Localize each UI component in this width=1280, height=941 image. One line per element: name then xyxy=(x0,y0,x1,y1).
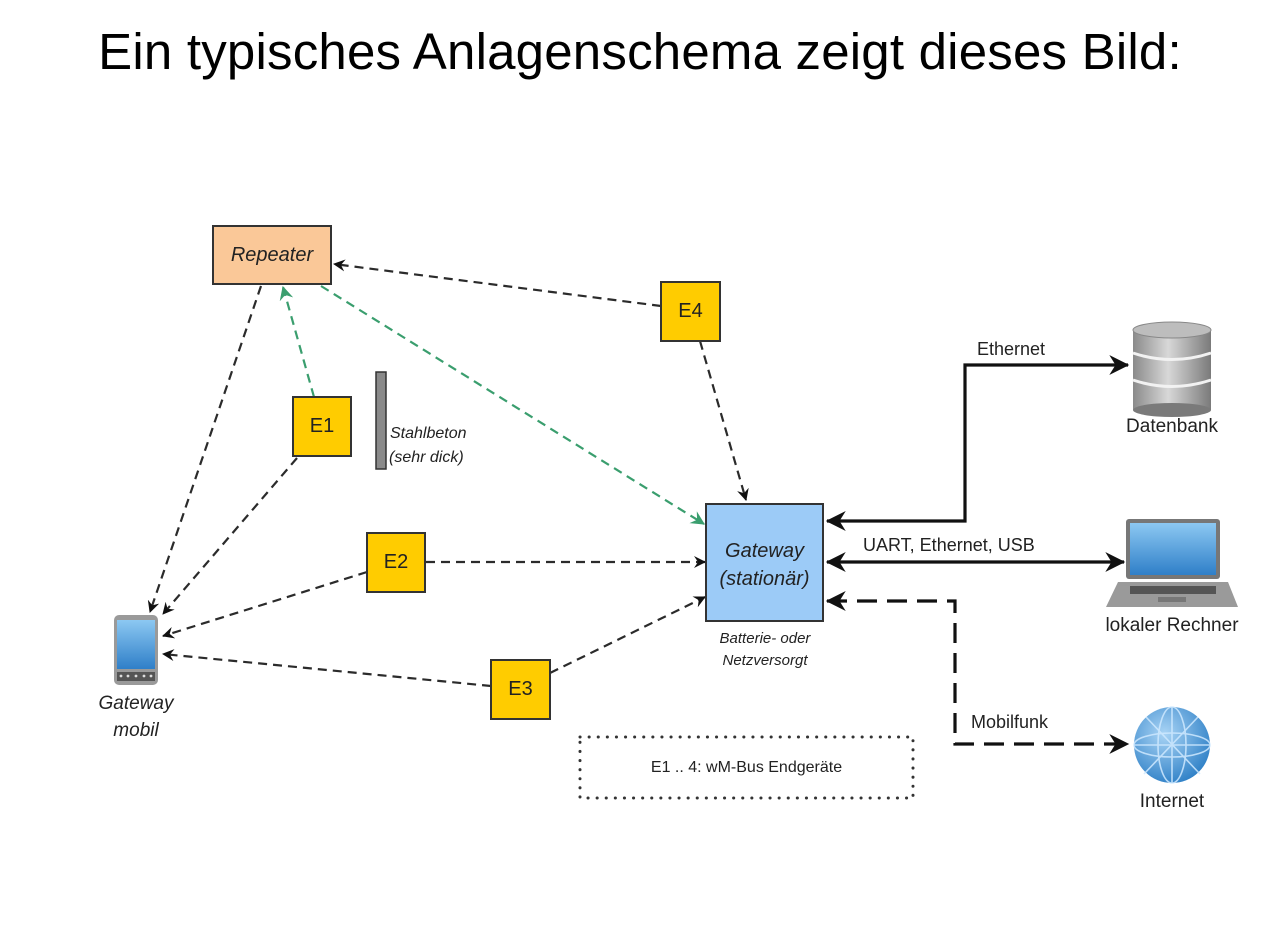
gateway-power-note-line2: Netzversorgt xyxy=(722,651,808,669)
database-icon xyxy=(1132,321,1212,417)
link-e1-mobile xyxy=(162,457,298,615)
legend-box xyxy=(578,735,915,800)
e1-label: E1 xyxy=(309,415,335,437)
legend-text: E1 .. 4: wM-Bus Endgeräte xyxy=(650,758,843,776)
local-computer-label: lokaler Rechner xyxy=(1105,615,1239,636)
e3-box xyxy=(490,659,551,720)
edge-label-mobilfunk: Mobilfunk xyxy=(971,712,1049,732)
smartphone-icon xyxy=(114,615,158,685)
internet-label: Internet xyxy=(1139,791,1205,812)
link-repeater-mobile xyxy=(147,285,263,613)
link-repeater-gateway xyxy=(320,285,705,525)
link-mobilfunk-internet xyxy=(825,591,1130,754)
link-e3-mobile xyxy=(162,649,492,688)
e1-box xyxy=(292,396,352,457)
e3-label: E3 xyxy=(508,678,533,700)
laptop-icon xyxy=(1106,519,1238,607)
link-ethernet-database xyxy=(825,355,1130,531)
link-e2-mobile xyxy=(162,570,368,639)
link-e1-repeater xyxy=(279,285,316,398)
globe-icon xyxy=(1133,706,1211,784)
gateway-stationary-line2: (stationär) xyxy=(719,567,810,590)
e2-label: E2 xyxy=(383,551,409,573)
database-label: Datenbank xyxy=(1126,416,1218,437)
edge-label-ethernet: Ethernet xyxy=(977,339,1046,359)
gateway-stationary-box xyxy=(705,503,824,622)
gateway-mobile-line1: Gateway xyxy=(98,693,174,714)
e2-box xyxy=(366,532,426,593)
dashed-links xyxy=(147,259,749,688)
gateway-mobile-line2: mobil xyxy=(113,720,159,741)
e4-box xyxy=(660,281,721,342)
green-links xyxy=(279,285,705,525)
wall-label-line1: Stahlbeton xyxy=(390,425,467,442)
repeater-label: Repeater xyxy=(230,243,314,266)
gateway-stationary-line1: Gateway xyxy=(725,539,804,562)
link-e4-repeater xyxy=(333,259,662,308)
link-e4-gateway xyxy=(698,340,749,501)
wired-links xyxy=(825,355,1130,754)
wall-label-line2: (sehr dick) xyxy=(389,449,464,466)
gateway-power-note-line1: Batterie- oder xyxy=(719,629,811,647)
slide-title: Ein typisches Anlagenschema zeigt dieses… xyxy=(98,23,1182,80)
edge-label-uart: UART, Ethernet, USB xyxy=(863,535,1035,555)
e4-label: E4 xyxy=(678,300,703,322)
repeater-box xyxy=(212,225,332,285)
link-e3-gateway xyxy=(549,596,706,674)
concrete-wall xyxy=(375,371,387,470)
